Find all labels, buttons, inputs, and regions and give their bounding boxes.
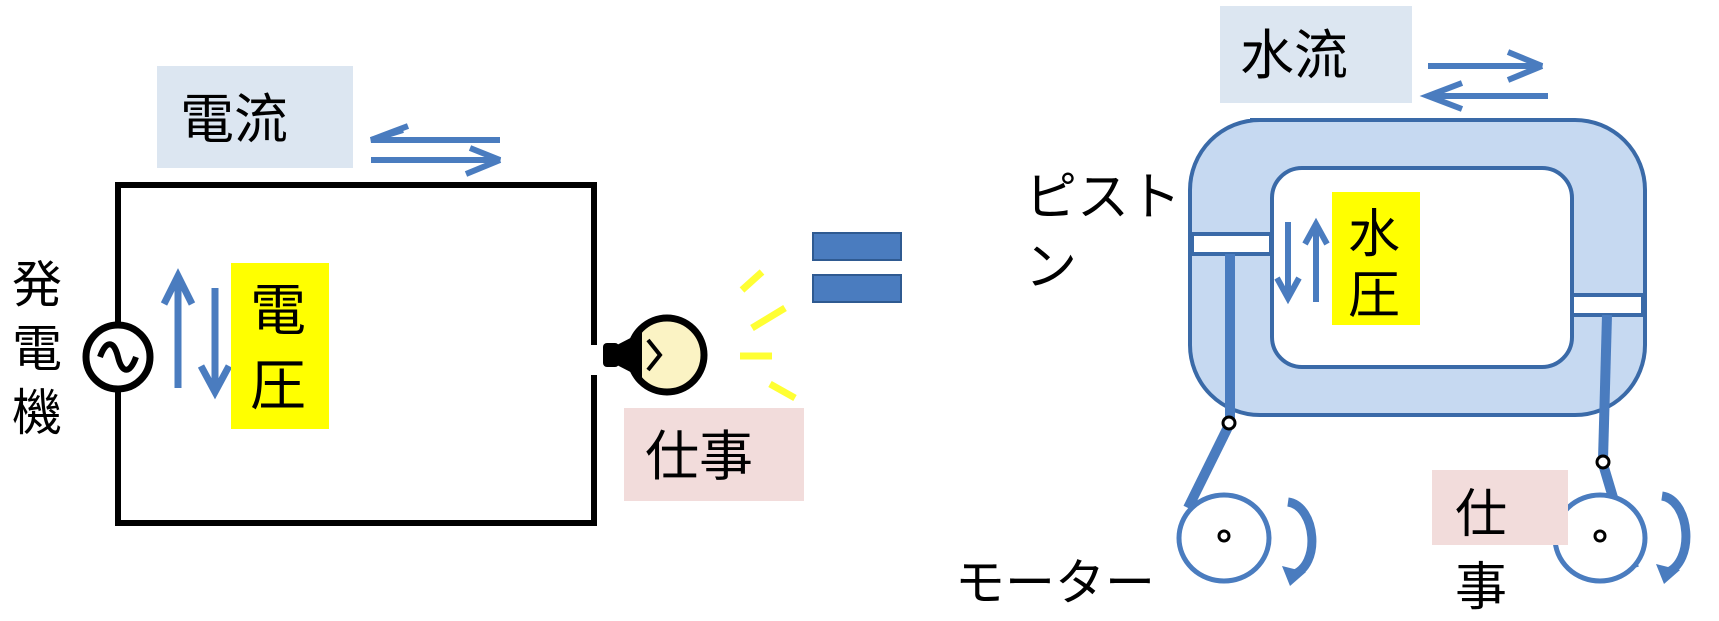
right-motor-wheel-icon [1552, 492, 1648, 584]
voltage-label-box [231, 263, 329, 429]
light-rays-icon [739, 269, 797, 402]
circuit-wire [115, 182, 597, 526]
piston-right-plate [1570, 293, 1645, 317]
current-arrows-icon [369, 123, 502, 177]
current-label: 電流 [180, 88, 288, 151]
work-right-label-2: 事 [1455, 558, 1507, 618]
left-rotation-arrow-icon [1282, 497, 1317, 586]
voltage-label-2: 圧 [250, 354, 306, 419]
water-pressure-label-box [1332, 192, 1420, 325]
work-right-label-box [1432, 470, 1568, 545]
water-pipe [1188, 118, 1647, 417]
left-motor-wheel-icon [1176, 492, 1272, 584]
work-right-label-1: 仕 [1455, 485, 1507, 545]
electric-circuit: 電流 発 電 機 電 圧 [12, 66, 804, 526]
water-pressure-label-1: 水 [1348, 205, 1400, 265]
piston-label-1: ピスト [1025, 168, 1181, 228]
piston-label-2: ン [1025, 238, 1077, 298]
current-label-box [157, 66, 353, 168]
generator-label-2: 電 [12, 320, 62, 378]
ac-source-icon [82, 321, 154, 393]
equals-icon [812, 232, 902, 303]
water-flow-label-box [1220, 6, 1412, 103]
motor-label: モーター [955, 554, 1155, 612]
generator-label-1: 発 [12, 256, 62, 314]
water-circuit: 水流 ピスト ン 水 圧 [955, 6, 1691, 618]
light-bulb-icon [603, 314, 708, 396]
generator-label-3: 機 [12, 384, 62, 442]
voltage-arrows-icon [160, 268, 233, 400]
water-pressure-label-2: 圧 [1348, 266, 1400, 326]
piston-left-plate [1190, 232, 1273, 256]
voltage-label-1: 電 [250, 279, 306, 344]
right-rotation-arrow-icon [1656, 491, 1691, 584]
work-label-box [624, 408, 804, 501]
water-flow-arrows-icon [1419, 49, 1548, 112]
left-piston-rod [1183, 254, 1237, 511]
pressure-arrows-icon [1274, 217, 1330, 305]
water-flow-label: 水流 [1240, 24, 1348, 87]
work-label: 仕事 [645, 425, 753, 488]
